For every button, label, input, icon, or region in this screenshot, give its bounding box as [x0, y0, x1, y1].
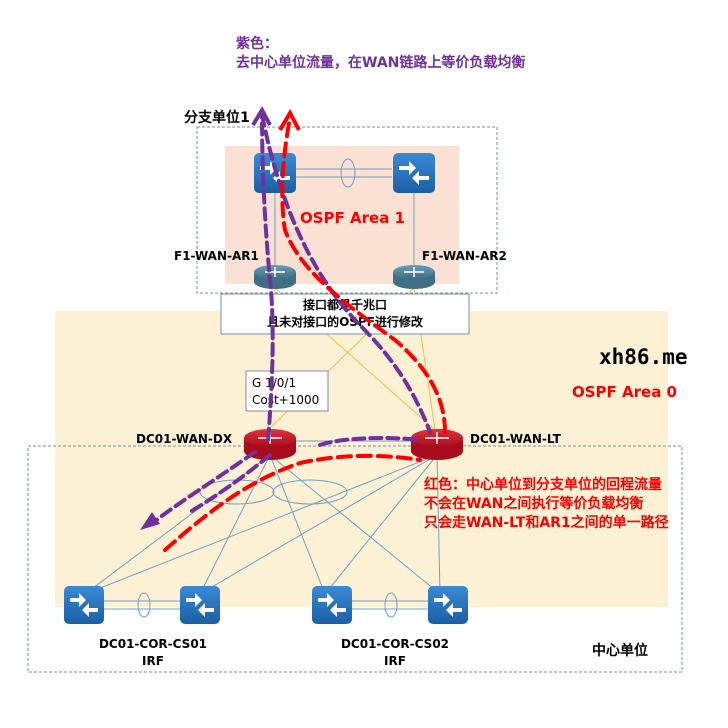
purple-note-title: 紫色： [236, 35, 278, 52]
red-note-line1: 红色：中心单位到分支单位的回程流量 [424, 476, 662, 493]
watermark: xh86.me [599, 345, 688, 369]
cs01-label: DC01-COR-CS01 [99, 637, 207, 651]
dc01-wan-lt-router-icon [411, 429, 463, 460]
purple-arrow-head-top [251, 105, 272, 127]
dc01-wan-dx-label: DC01-WAN-DX [136, 432, 233, 446]
purple-traffic-path [148, 113, 432, 527]
purple-arrow-head-bottom [140, 512, 160, 530]
cost-box-line1: G 1/0/1 [252, 376, 296, 390]
branch-links [274, 168, 415, 265]
branch-unit-box [196, 126, 498, 294]
cs01-switch-b-icon [180, 586, 220, 624]
f1-wan-ar1-router-icon [254, 265, 296, 289]
red-arrow-head [278, 108, 301, 132]
center-unit-box [27, 445, 683, 673]
purple-note-text: 去中心单位流量，在WAN链路上等价负载均衡 [236, 54, 525, 71]
interface-note-line2: 且未对接口的OSPF进行修改 [267, 314, 424, 329]
red-note-line2: 不会在WAN之间执行等价负载均衡 [424, 495, 643, 512]
cs01-switch-a-icon [64, 586, 104, 624]
branch-switch-right-icon [393, 153, 435, 193]
cs02-irf-ellipse [384, 592, 398, 618]
f1-wan-ar2-label: F1-WAN-AR2 [422, 249, 507, 263]
red-note-line3: 只会走WAN-LT和AR1之间的单一路径 [424, 514, 669, 531]
cs02-switch-a-icon [312, 586, 352, 624]
center-unit-label: 中心单位 [592, 642, 648, 659]
cs02-switch-b-icon [428, 586, 468, 624]
branch-title: 分支单位1 [184, 109, 250, 126]
dc-link-ellipse-right [272, 479, 348, 505]
cs01-irf-label: IRF [142, 654, 164, 668]
f1-wan-ar2-router-icon [393, 265, 435, 289]
f1-wan-ar1-label: F1-WAN-AR1 [174, 249, 259, 263]
red-traffic-path [163, 116, 447, 552]
branch-irf-ellipse [340, 158, 356, 188]
dc-links [84, 440, 441, 610]
cost-box-line2: Cost+1000 [252, 393, 319, 407]
ospf-area1-label: OSPF Area 1 [300, 209, 405, 227]
ospf-area0-label: OSPF Area 0 [572, 383, 677, 401]
dc01-wan-lt-label: DC01-WAN-LT [470, 432, 562, 446]
cost-box [245, 370, 329, 412]
cs02-label: DC01-COR-CS02 [341, 637, 449, 651]
cs02-irf-label: IRF [384, 654, 406, 668]
ospf-area0-region [55, 311, 668, 607]
cs01-irf-ellipse [137, 592, 151, 618]
